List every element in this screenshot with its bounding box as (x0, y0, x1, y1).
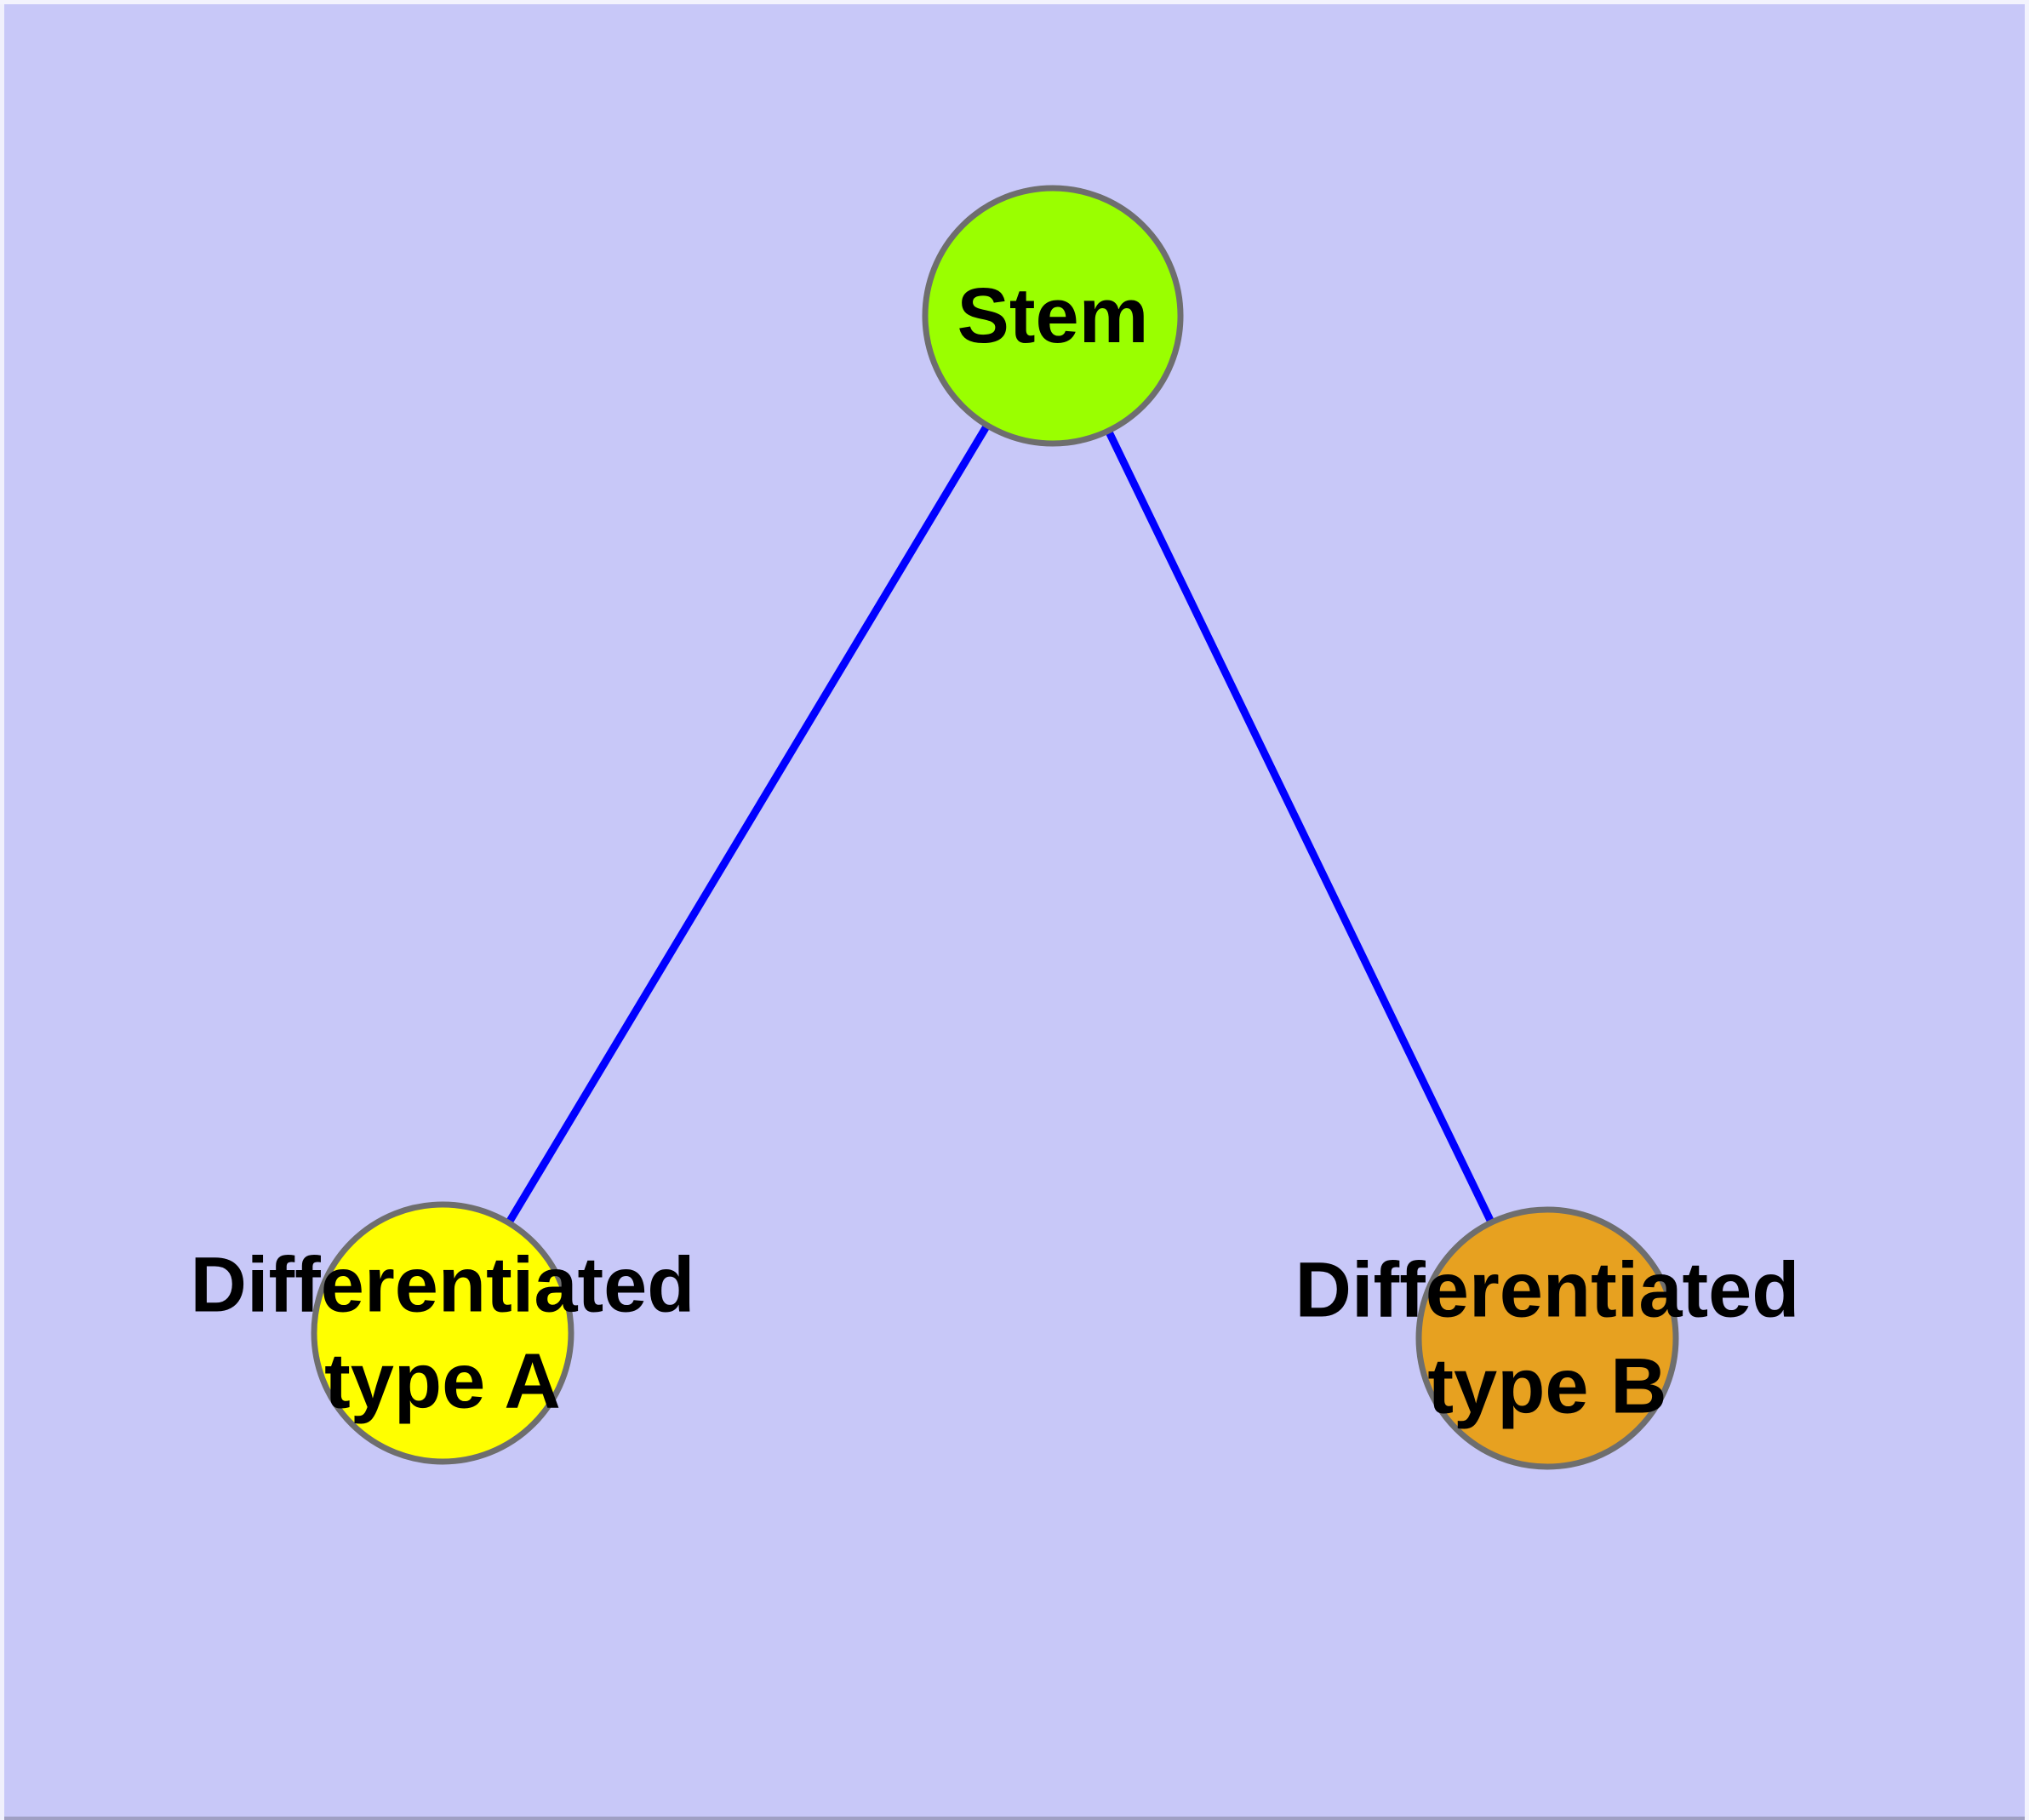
edge-stem-diff-a (439, 313, 1056, 1336)
node-label-stem: Stem (957, 272, 1149, 359)
node-diff-b[interactable] (1415, 1206, 1679, 1470)
edge-stem-diff-b (1049, 314, 1552, 1340)
edges-layer (439, 313, 1552, 1340)
nodes-layer (311, 185, 1679, 1470)
node-diff-a[interactable] (311, 1201, 574, 1465)
node-stem[interactable] (922, 185, 1184, 447)
